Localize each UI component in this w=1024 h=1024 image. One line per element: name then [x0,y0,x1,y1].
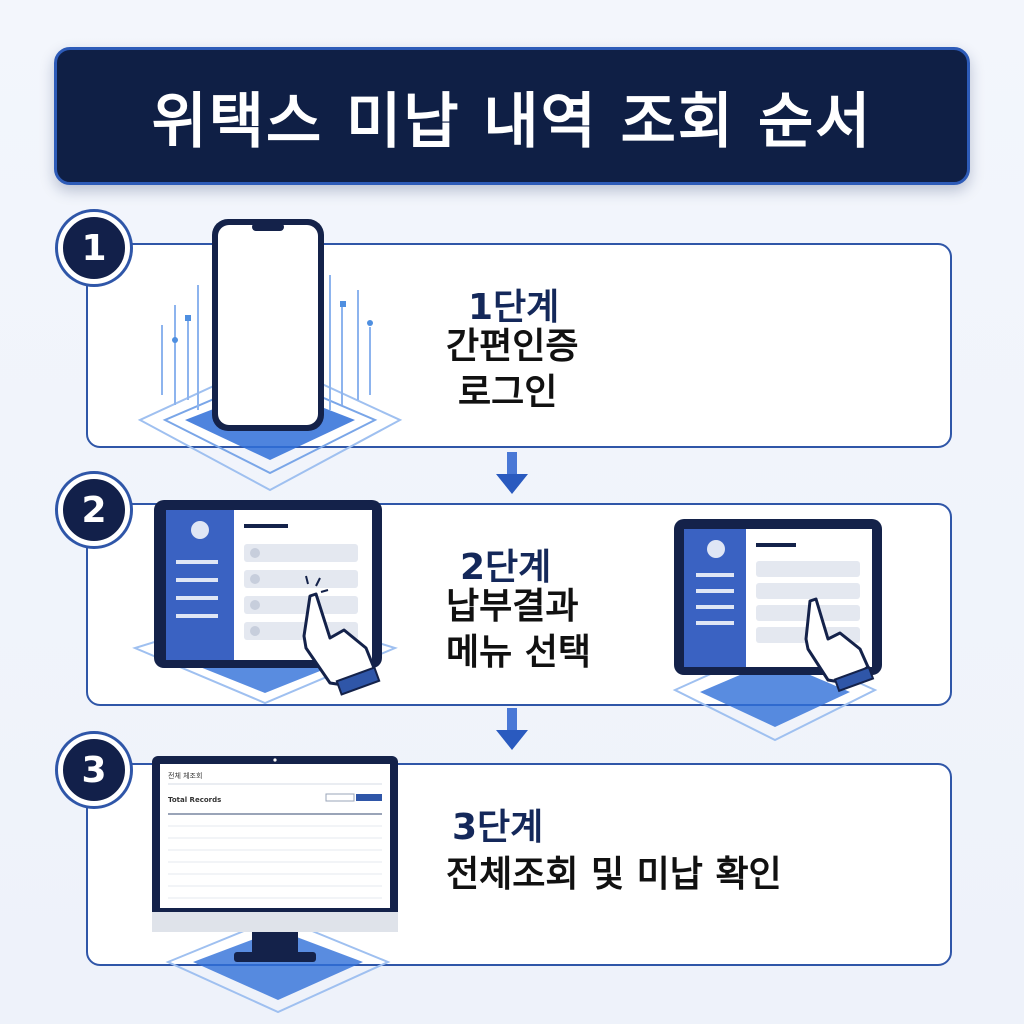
monitor-screen [160,764,390,908]
phone-glow-base-outer [137,358,403,492]
step-1-badge: 1 [58,212,130,284]
title-banner: 위택스 미납 내역 조회 순서 [54,47,970,185]
hand-pointer-icon [804,597,875,693]
step-1-line-2: 로그인 [458,372,558,413]
monitor-screen-label: Total Records [168,796,221,804]
phone-notch [252,223,284,231]
arrow-down-icon [496,452,528,494]
step-1-title: 1단계 [468,287,560,328]
tablet-illustration-large [132,500,398,705]
arrow-down-icon [496,708,528,750]
phone-illustration [137,219,403,492]
monitor-chin [152,912,398,932]
step-2-title: 2단계 [460,547,552,588]
step-2-line-2: 메뉴 선택 [446,632,592,673]
page-title: 위택스 미납 내역 조회 순서 [151,86,873,157]
monitor-screen-header: 전체 체조회 [168,771,202,780]
phone-glow-base-mid [162,373,378,475]
step-2-line-1: 납부결과 [446,586,579,627]
step-2-badge: 2 [58,474,130,546]
phone-screen [218,225,318,425]
monitor-illustration: 전체 체조회 Total Records [152,756,398,1014]
step-1-line-1: 간편인증 [446,326,579,367]
hand-pointer-icon [302,575,381,696]
step-3-badge: 3 [58,734,130,806]
step-3-line-1: 전체조회 및 미납 확인 [446,854,782,895]
tablet-illustration-small [672,519,882,742]
step-3-title: 3단계 [452,807,544,848]
